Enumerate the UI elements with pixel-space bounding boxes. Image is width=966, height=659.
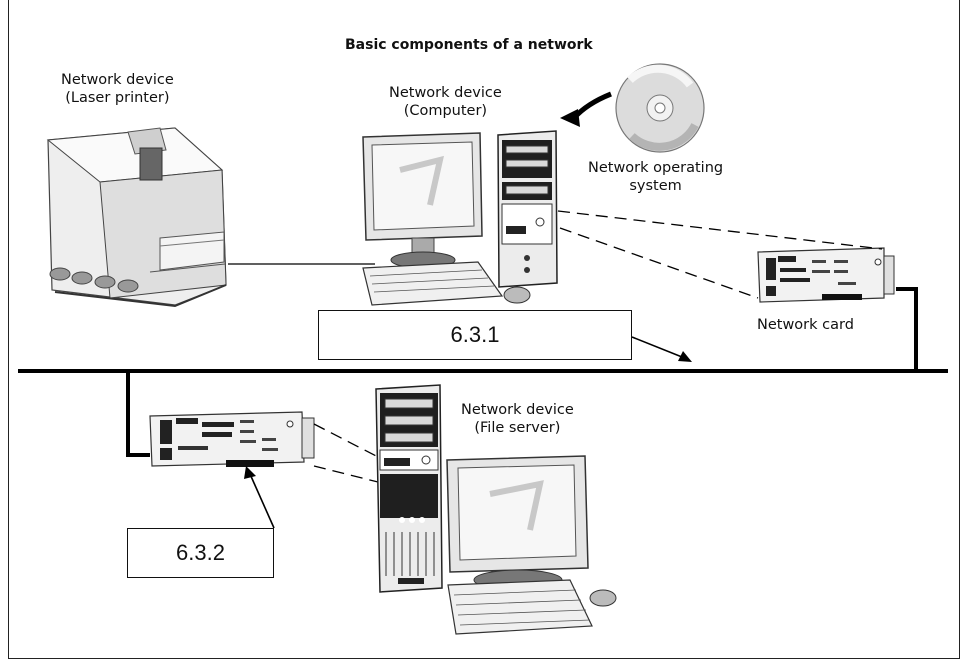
label-printer-line1: Network device <box>61 72 174 88</box>
card-cable-bottom <box>126 371 150 457</box>
laser-printer-icon <box>46 127 227 308</box>
label-server-line2: (File server) <box>474 420 561 436</box>
label-printer: Network device (Laser printer) <box>61 71 174 107</box>
callout-box-2: 6.3.2 <box>127 528 274 578</box>
label-computer-line1: Network device <box>389 85 502 101</box>
card-cable-top <box>896 287 918 371</box>
label-computer-line2: (Computer) <box>403 103 488 119</box>
label-nos-line2: system <box>629 178 682 194</box>
label-server-line1: Network device <box>461 402 574 418</box>
label-nos: Network operating system <box>588 159 723 195</box>
label-network-card: Network card <box>757 317 854 333</box>
network-card-icon-bottom <box>149 411 315 467</box>
label-computer: Network device (Computer) <box>389 84 502 120</box>
file-server-icon <box>375 384 617 635</box>
diagram-title: Basic components of a network <box>345 37 593 53</box>
label-nos-line1: Network operating <box>588 160 724 176</box>
computer-icon <box>362 130 558 306</box>
callout-box-1: 6.3.1 <box>318 310 632 360</box>
label-file-server: Network device (File server) <box>461 401 574 437</box>
callout-arrow-1 <box>631 336 692 362</box>
callout-arrow-2 <box>244 466 275 529</box>
network-card-icon-top <box>757 247 895 303</box>
cd-disc-icon <box>615 63 705 153</box>
curved-arrow-icon <box>560 91 612 127</box>
label-printer-line2: (Laser printer) <box>65 90 170 106</box>
